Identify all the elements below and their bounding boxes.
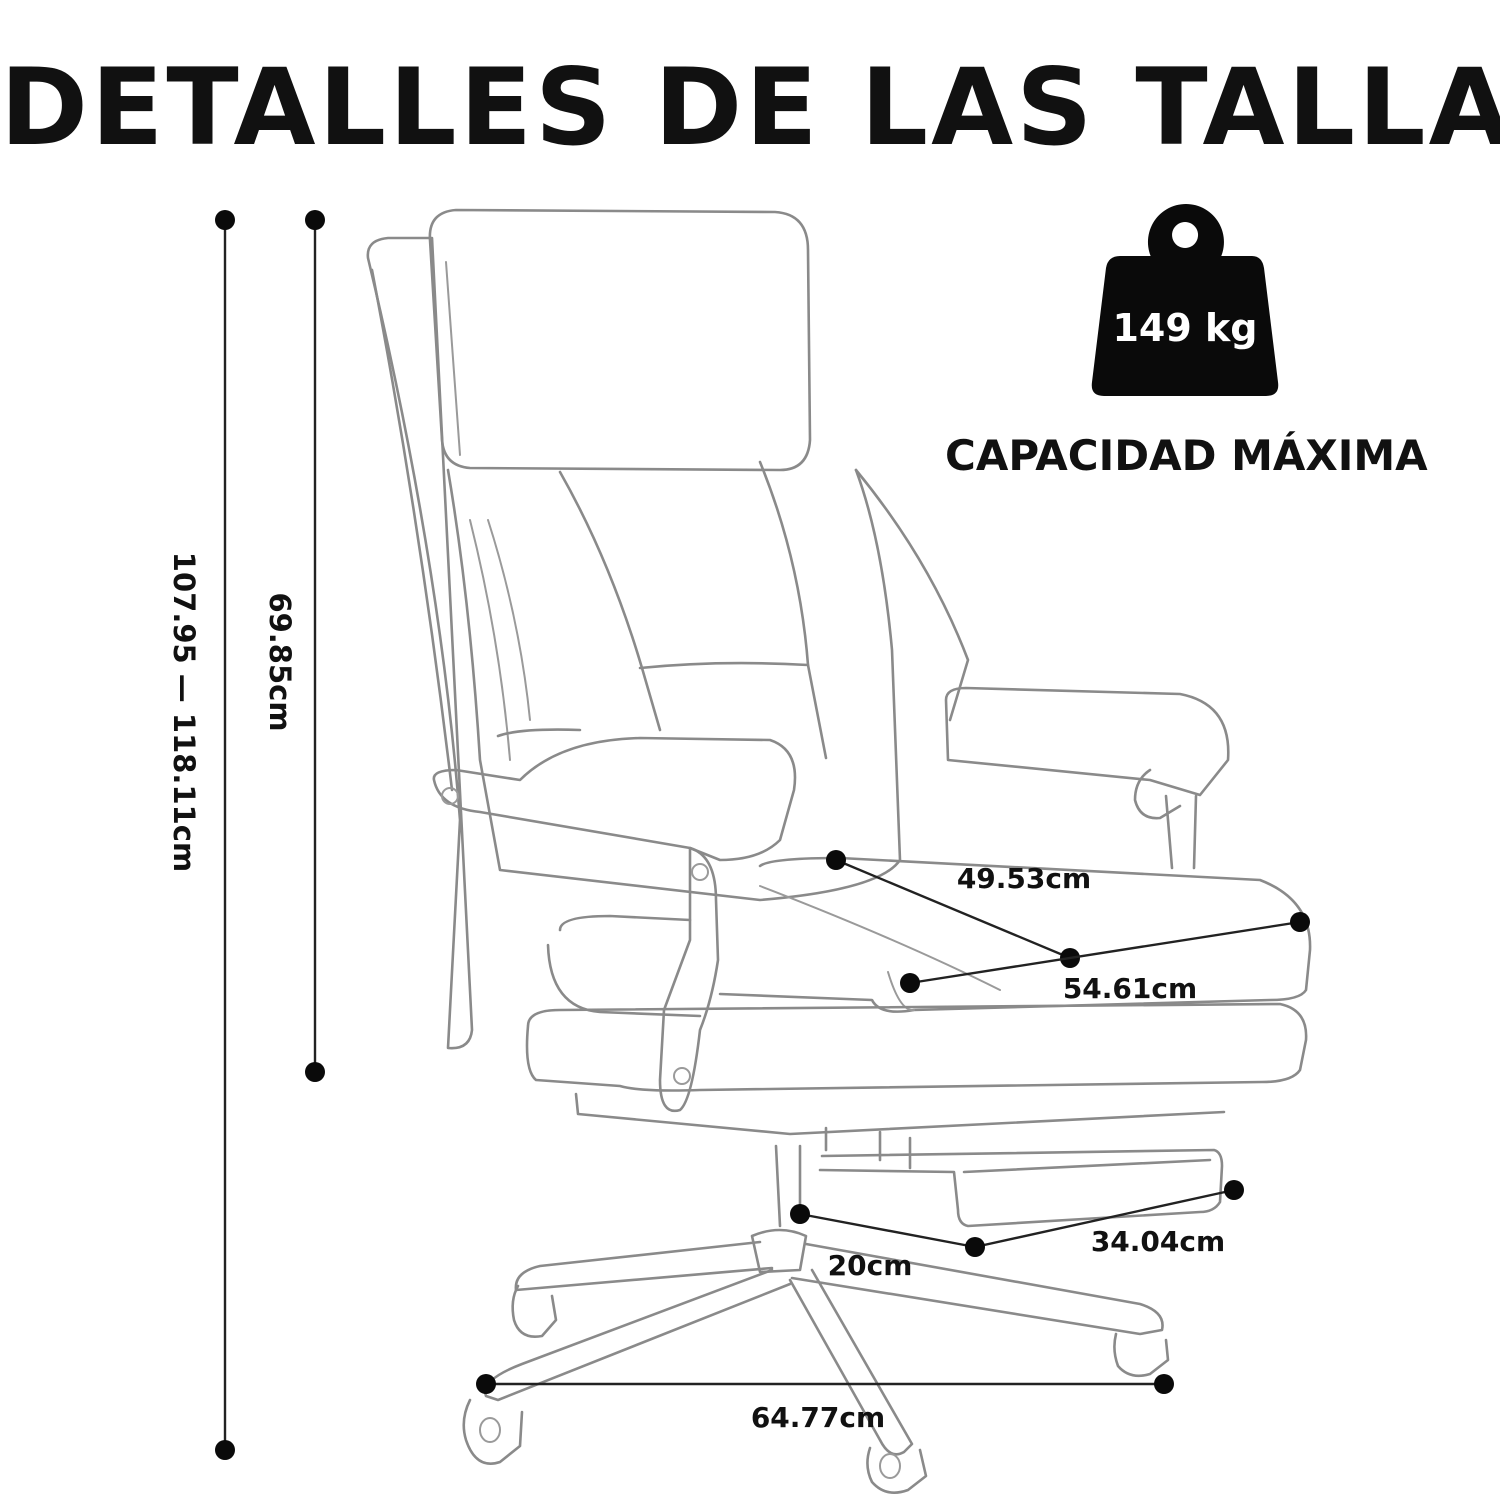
base-width-label: 64.77cm: [751, 1401, 885, 1434]
page-title: DETALLES DE LAS TALLAS: [0, 46, 1500, 169]
weight-value: 149 kg: [1112, 306, 1257, 350]
footrest-depth-label: 20cm: [828, 1249, 913, 1282]
seat-depth-label: 49.53cm: [957, 862, 1091, 895]
seat-width-label: 54.61cm: [1063, 972, 1197, 1005]
footrest-depth-dimension: 20cm: [790, 1204, 976, 1282]
base-width-dimension: 64.77cm: [476, 1374, 1174, 1434]
chair-outline: [366, 208, 1312, 1494]
total-height-dimension: 107.95 — 118.11cm: [167, 210, 235, 1460]
footrest-width-label: 34.04cm: [1091, 1225, 1225, 1258]
backrest-height-dimension: 69.85cm: [263, 210, 325, 1082]
seat-depth-dimension: 49.53cm: [826, 850, 1091, 968]
total-height-label: 107.95 — 118.11cm: [167, 552, 201, 872]
seat-width-dimension: 54.61cm: [900, 912, 1310, 1005]
capacity-label: CAPACIDAD MÁXIMA: [945, 431, 1428, 480]
backrest-height-label: 69.85cm: [263, 592, 297, 731]
footrest-width-dimension: 34.04cm: [965, 1180, 1244, 1258]
weight-icon: 149 kg: [1091, 204, 1279, 396]
